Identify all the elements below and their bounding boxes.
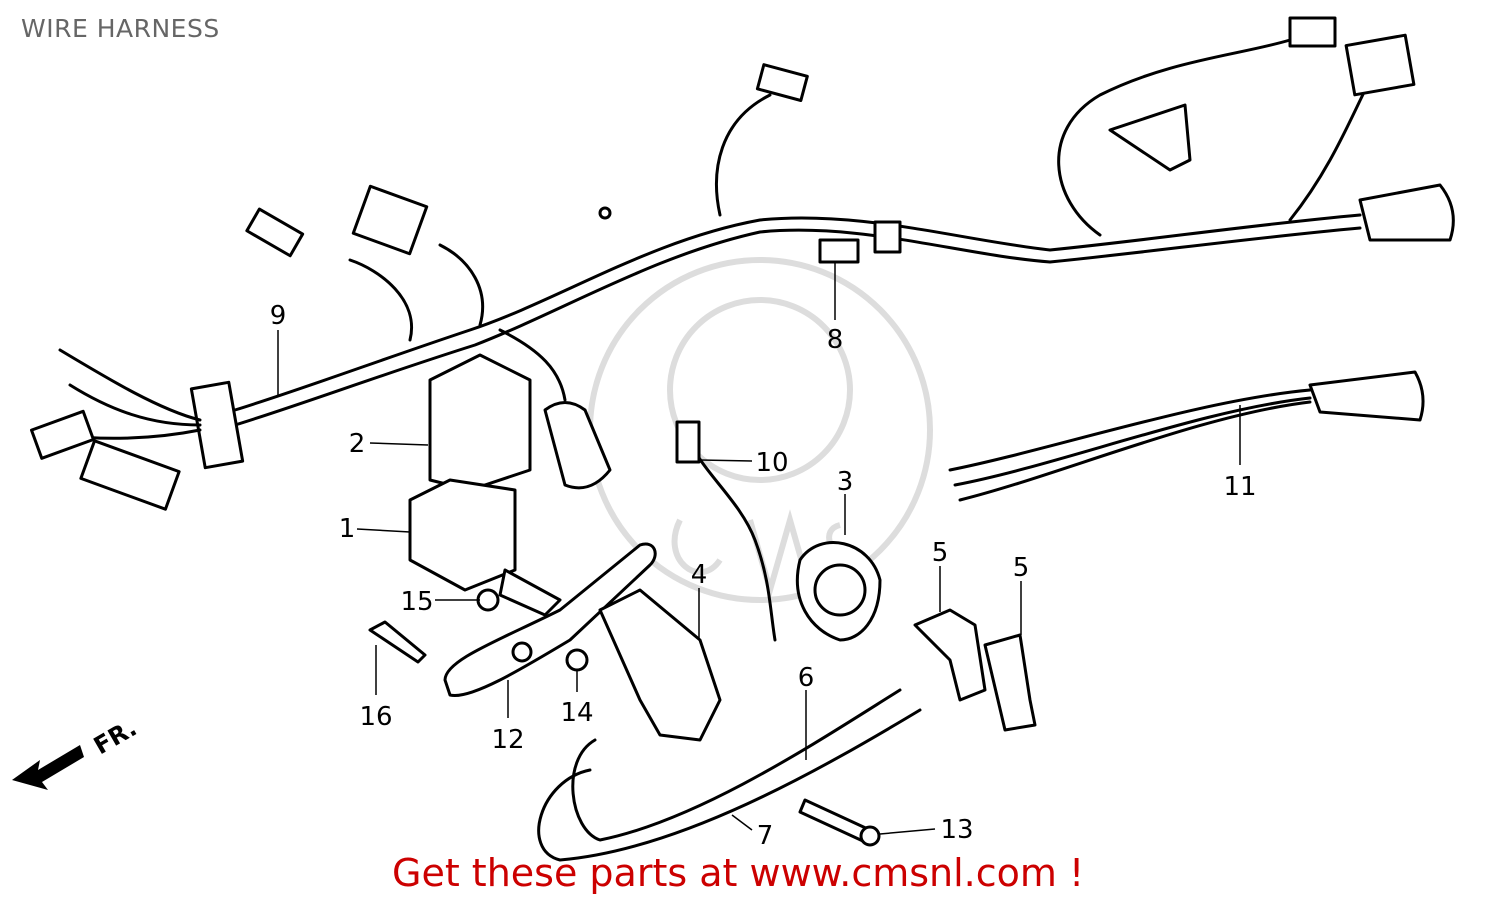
part-2-relay bbox=[428, 353, 532, 492]
callout-10: 10 bbox=[755, 448, 788, 478]
callout-6: 6 bbox=[798, 663, 815, 693]
part-13-bolt bbox=[798, 798, 872, 844]
callout-4: 4 bbox=[691, 560, 708, 590]
callout-11: 11 bbox=[1223, 472, 1256, 502]
part-5-cap-a bbox=[913, 608, 987, 702]
callout-5b: 5 bbox=[1013, 553, 1030, 583]
part-6-cable bbox=[571, 688, 902, 842]
part-7-cable bbox=[537, 708, 922, 862]
callout-1: 1 bbox=[339, 514, 356, 544]
callout-3: 3 bbox=[837, 467, 854, 497]
callout-13: 13 bbox=[940, 815, 973, 845]
diagram-title: WIRE HARNESS bbox=[21, 14, 220, 43]
part-1-unit bbox=[408, 478, 517, 592]
leader-lines bbox=[277, 262, 1241, 835]
callout-2: 2 bbox=[349, 429, 366, 459]
callout-8: 8 bbox=[827, 325, 844, 355]
main-wire-harness bbox=[29, 16, 1455, 511]
part-14-collar bbox=[565, 648, 589, 672]
part-12-bracket bbox=[443, 542, 657, 698]
footer-link[interactable]: Get these parts at www.cmsnl.com ! bbox=[392, 851, 1085, 895]
part-10-wire bbox=[688, 438, 777, 642]
part-11-wire bbox=[948, 388, 1312, 502]
callout-14: 14 bbox=[560, 698, 593, 728]
callout-9: 9 bbox=[270, 301, 287, 331]
callout-5a: 5 bbox=[932, 538, 949, 568]
fr-label: FR. bbox=[89, 714, 141, 760]
part-16-bolt bbox=[368, 620, 427, 664]
callout-15: 15 bbox=[400, 587, 433, 617]
front-direction-arrow: FR. bbox=[12, 714, 141, 790]
callout-16: 16 bbox=[359, 702, 392, 732]
part-4-starter-relay bbox=[598, 588, 722, 742]
callout-7: 7 bbox=[757, 821, 774, 851]
part-15-nut bbox=[476, 588, 500, 612]
part-5-cap-b bbox=[983, 633, 1037, 732]
callout-12: 12 bbox=[491, 725, 524, 755]
